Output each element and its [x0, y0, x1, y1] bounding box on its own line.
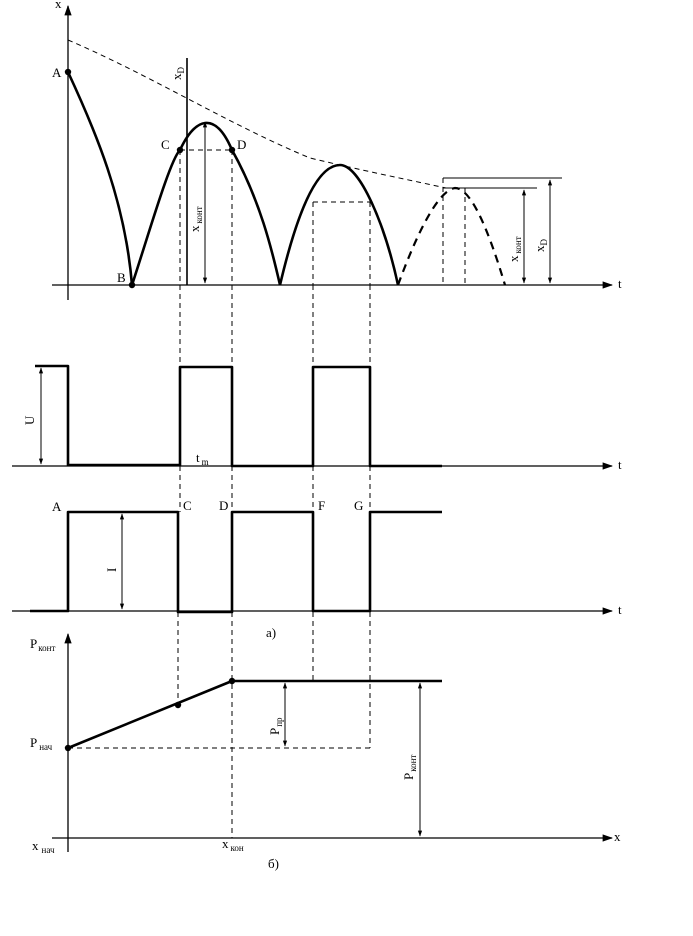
x-cont-label-2: xконт: [506, 236, 523, 262]
svg-text:U: U: [22, 415, 37, 425]
voltage-waveform: [35, 364, 442, 468]
force-characteristic: [67, 679, 442, 750]
caption-a: а): [266, 625, 276, 640]
panel-current: t I A C D F G а): [12, 498, 622, 640]
t-axis-label: t: [618, 276, 622, 291]
x-cont-label-1: xконт: [187, 206, 204, 232]
point-C-dot: [176, 146, 184, 154]
svg-text:xD: xD: [532, 239, 549, 253]
svg-text:xконт: xконт: [187, 206, 204, 232]
point-B-dot: [128, 281, 136, 289]
bounce-arc-2: [278, 163, 400, 286]
point-A-label: A: [52, 65, 62, 80]
fall-curve-A-B: [66, 71, 134, 286]
current-waveform: [30, 510, 442, 614]
current-G-label: G: [354, 498, 363, 513]
point-D-dot: [228, 146, 236, 154]
panel-displacement: x t xD xконт xко: [52, 0, 622, 300]
connector-lines-2: [179, 466, 371, 512]
point-D-label: D: [237, 137, 246, 152]
svg-text:xконт: xконт: [506, 236, 523, 262]
t-axis-label-3: t: [618, 602, 622, 617]
bounce-arc-1: [130, 121, 282, 286]
caption-b: б): [268, 856, 279, 871]
x-axis-label-4: x: [614, 829, 621, 844]
current-A-label: A: [52, 499, 62, 514]
x-axis-label: x: [55, 0, 62, 11]
U-label: U: [22, 415, 37, 425]
P-cont-label-right: Pконт: [401, 755, 418, 780]
force-C-dot: [174, 701, 182, 709]
bounce-arc-3: [396, 186, 507, 286]
svg-text:Pпр: Pпр: [267, 717, 284, 735]
envelope-curve: [67, 39, 447, 189]
point-C-label: C: [161, 137, 170, 152]
svg-text:I: I: [104, 568, 119, 572]
t-axis-label-2: t: [618, 457, 622, 472]
current-F-label: F: [318, 498, 325, 513]
P-start-dot: [64, 744, 72, 752]
xD-label: xD: [169, 67, 186, 81]
xD-label-2: xD: [532, 239, 549, 253]
svg-text:Pконт: Pконт: [401, 755, 418, 780]
P-axis-label: Pконт: [30, 636, 55, 653]
force-D-dot: [228, 677, 236, 685]
point-A-dot: [64, 68, 72, 76]
I-label: I: [104, 568, 119, 572]
connector-lines-1: [179, 285, 371, 367]
svg-text:xD: xD: [169, 67, 186, 81]
current-D-label: D: [219, 498, 228, 513]
current-C-label: C: [183, 498, 192, 513]
P-pr-label: Pпр: [267, 717, 284, 735]
point-B-label: B: [117, 270, 126, 285]
